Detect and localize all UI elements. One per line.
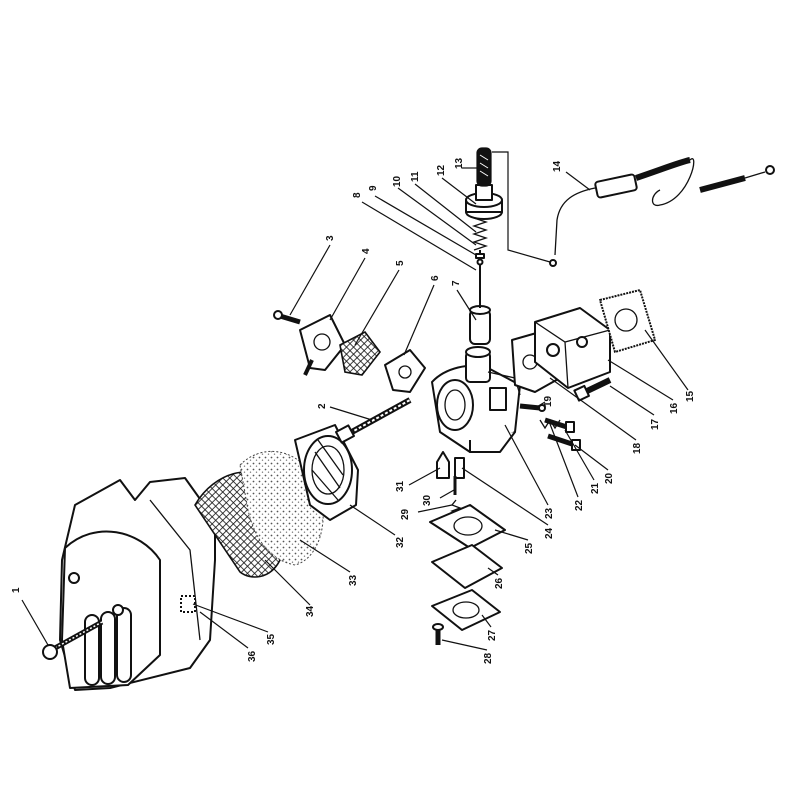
leader-lines	[21, 167, 689, 651]
pump-diaphragm	[339, 330, 382, 376]
callout-30: 30	[422, 494, 433, 506]
metering-lever	[454, 457, 465, 479]
insulator-block	[534, 307, 611, 389]
callout-33: 33	[348, 574, 359, 586]
callout-6: 6	[430, 275, 441, 281]
callout-4: 4	[361, 248, 372, 254]
needle-retainer	[475, 253, 485, 259]
callout-3: 3	[325, 235, 336, 241]
callout-28: 28	[483, 652, 494, 664]
callout-26: 26	[494, 577, 505, 589]
throttle-spring	[471, 217, 489, 251]
carburetor-body	[431, 346, 521, 453]
callout-21: 21	[590, 482, 601, 494]
callout-7: 7	[451, 280, 462, 286]
air-filter-cover	[59, 477, 216, 691]
callout-22: 22	[574, 499, 585, 511]
cover-label	[180, 595, 196, 613]
callout-11: 11	[410, 171, 421, 182]
fuel-pump-cover	[299, 314, 346, 376]
callout-34: 34	[305, 605, 316, 617]
intake-gasket	[599, 289, 656, 353]
callout-20: 20	[604, 472, 615, 484]
callout-29: 29	[400, 508, 411, 520]
cover-screw	[42, 619, 104, 660]
cover-screw-small	[432, 623, 444, 645]
callout-36: 36	[247, 650, 258, 662]
callout-24: 24	[544, 527, 555, 539]
callout-2: 2	[317, 403, 328, 409]
filter-element	[239, 450, 324, 566]
cable-adjuster	[476, 147, 492, 187]
long-screw	[335, 397, 412, 444]
mounting-bolt	[573, 377, 612, 402]
callout-23: 23	[544, 507, 555, 519]
callout-10: 10	[392, 175, 403, 187]
mixture-screw-2	[544, 417, 575, 433]
callout-17: 17	[650, 418, 661, 430]
needle-clip	[476, 258, 484, 266]
callout-18: 18	[632, 442, 643, 454]
callout-27: 27	[487, 629, 498, 641]
callout-8: 8	[352, 192, 363, 198]
pump-gasket	[384, 349, 426, 393]
idle-screw	[519, 403, 546, 412]
filter-backplate	[294, 424, 359, 521]
throttle-cable	[549, 157, 775, 267]
callout-1: 1	[11, 587, 22, 593]
callout-labels: 1 2 3 4 5 6 7 8 9 10 11 12 13 14 15 16 1…	[11, 157, 696, 664]
throttle-slide	[469, 305, 491, 345]
carburetor-cap	[465, 184, 503, 220]
callout-19: 19	[543, 395, 554, 407]
cable-end-sleeve	[699, 175, 746, 193]
pump-cover-screw	[273, 310, 301, 325]
callout-5: 5	[395, 260, 406, 266]
callout-25: 25	[524, 542, 535, 554]
metering-cover	[431, 589, 501, 631]
callout-31: 31	[395, 480, 406, 492]
inlet-needle	[436, 451, 450, 479]
callout-16: 16	[669, 402, 680, 414]
cable-routing-line	[492, 151, 551, 263]
metering-diaphragm	[431, 544, 503, 589]
callout-35: 35	[266, 633, 277, 645]
callout-9: 9	[368, 185, 379, 191]
callout-14: 14	[552, 160, 563, 172]
callout-15: 15	[685, 390, 696, 402]
metering-gasket	[429, 504, 506, 549]
callout-12: 12	[436, 164, 447, 176]
callout-32: 32	[395, 536, 406, 548]
callout-13: 13	[454, 157, 465, 169]
